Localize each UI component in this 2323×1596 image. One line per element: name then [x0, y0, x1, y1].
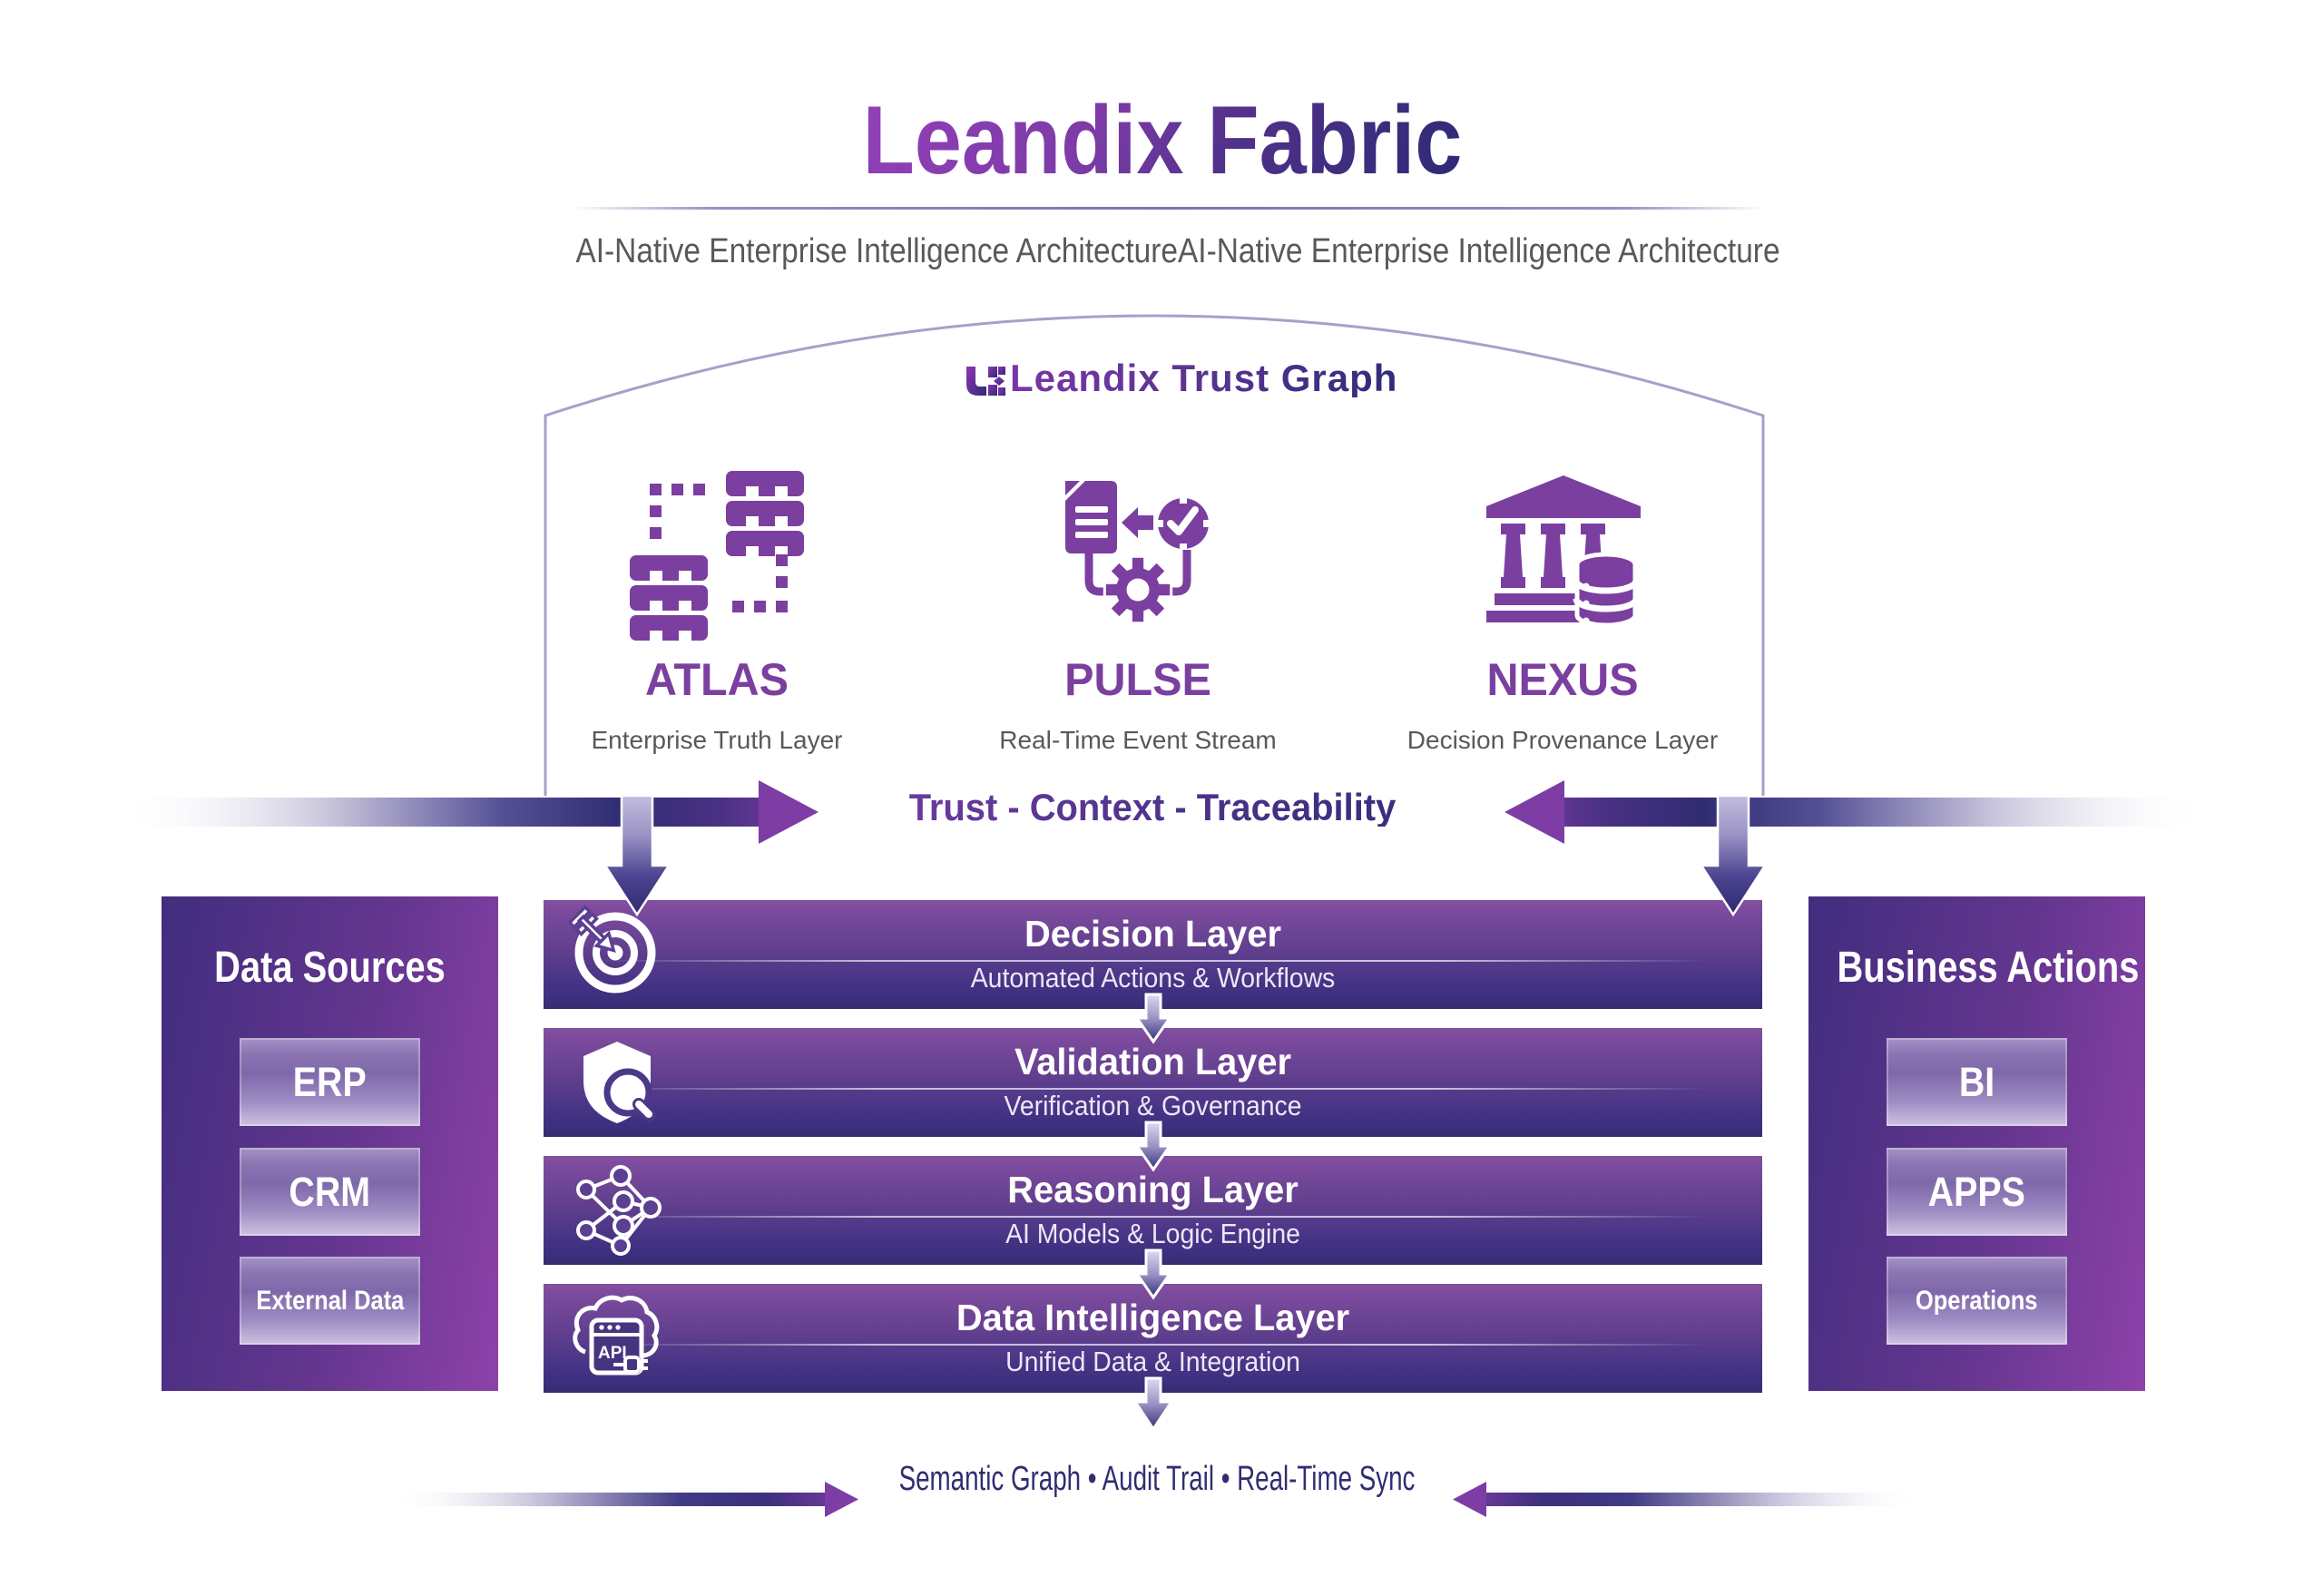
- svg-text:API: API: [598, 1344, 627, 1363]
